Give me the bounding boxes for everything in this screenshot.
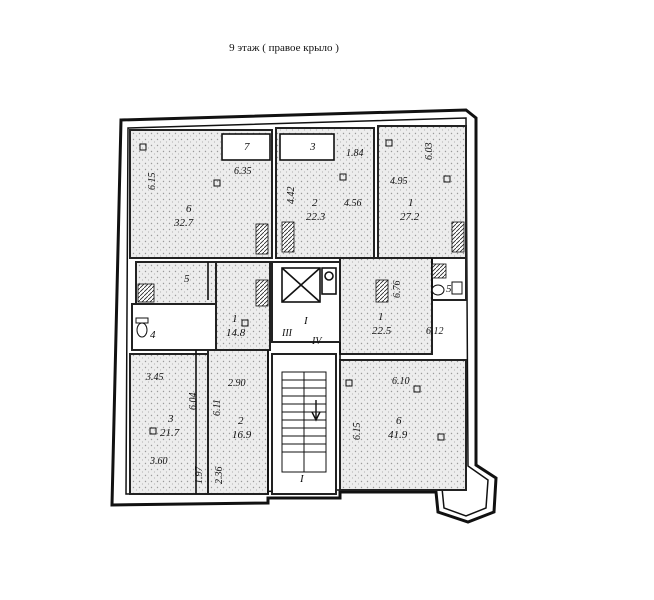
room-1-top-area: 27.2 bbox=[400, 211, 420, 223]
dim-2-small-2: 2.36 bbox=[214, 467, 225, 485]
dim-2-bottom-side: 6.11 bbox=[212, 399, 223, 416]
room-1-mid-right-number: 1 bbox=[378, 311, 384, 323]
room-2-bottom-area: 16.9 bbox=[232, 429, 252, 441]
dim-1-top-right: 6.03 bbox=[424, 143, 435, 161]
room-fills bbox=[129, 125, 467, 495]
dim-3: 1.84 bbox=[346, 148, 364, 159]
room-6-number: 6 bbox=[186, 203, 192, 215]
dim-2-right: 4.56 bbox=[344, 198, 362, 209]
room-2-bottom-number: 2 bbox=[238, 415, 244, 427]
room-1-mid-right bbox=[339, 257, 433, 355]
room-6-bottom-area: 41.9 bbox=[388, 429, 408, 441]
balcony-3 bbox=[279, 133, 335, 161]
columns bbox=[139, 139, 451, 441]
radiators bbox=[137, 221, 465, 307]
room-1-mid-right-area: 22.5 bbox=[372, 325, 392, 337]
room-4-number: 4 bbox=[150, 329, 156, 341]
dim-3-top: 3.45 bbox=[145, 372, 164, 383]
dim-1-top-left: 4.95 bbox=[390, 176, 408, 187]
sanitary-fixtures bbox=[135, 281, 463, 338]
plan-title: 9 этаж ( правое крыло ) bbox=[229, 42, 339, 54]
room-2-area: 22.3 bbox=[306, 211, 326, 223]
dim-2-small-1: 1.97 bbox=[194, 466, 205, 485]
dim-3-side: 6.04 bbox=[188, 393, 199, 411]
dim-2-left: 4.42 bbox=[286, 187, 297, 205]
lift-lobby-roman-left: III bbox=[281, 328, 293, 339]
room-5-right-number: 5 bbox=[446, 283, 452, 295]
balcony-7-number: 7 bbox=[244, 141, 250, 153]
room-6-bottom-right bbox=[339, 359, 467, 491]
dim-1-mid-left: 6.76 bbox=[392, 281, 403, 299]
room-3-bottom-left bbox=[129, 353, 209, 495]
dim-6-side: 6.15 bbox=[147, 173, 158, 191]
room-3-number: 3 bbox=[167, 413, 174, 425]
lift-shaft bbox=[281, 267, 337, 303]
dim-6-top: 6.35 bbox=[234, 166, 252, 177]
room-6-area: 32.7 bbox=[173, 217, 194, 229]
balcony-7 bbox=[221, 133, 271, 161]
room-1-mid-left-area: 14.8 bbox=[226, 327, 246, 339]
balconies bbox=[221, 133, 335, 161]
room-4-left bbox=[131, 303, 217, 351]
stair-label: I bbox=[299, 473, 305, 485]
room-6-bottom-number: 6 bbox=[396, 415, 402, 427]
room-2-number: 2 bbox=[312, 197, 318, 209]
room-1-mid-left-number: 1 bbox=[232, 313, 238, 325]
dim-2-bottom-top: 2.90 bbox=[228, 378, 246, 389]
dim-3-bottom: 3.60 bbox=[149, 456, 168, 467]
staircase bbox=[281, 371, 327, 473]
dim-6-bottom-top: 6.10 bbox=[392, 376, 410, 387]
room-5-left-number: 5 bbox=[184, 273, 190, 285]
lift-lobby-label: I bbox=[303, 315, 309, 327]
partitions bbox=[195, 258, 433, 494]
room-3-area: 21.7 bbox=[160, 427, 180, 439]
dim-6-bottom-side: 6.15 bbox=[352, 423, 363, 441]
room-2-bottom-mid bbox=[207, 349, 269, 495]
room-1-top-number: 1 bbox=[408, 197, 414, 209]
lift-lobby-roman-right: IV bbox=[311, 336, 323, 347]
balcony-3-number: 3 bbox=[309, 141, 316, 153]
dim-1-mid-right: 6.12 bbox=[426, 326, 444, 337]
